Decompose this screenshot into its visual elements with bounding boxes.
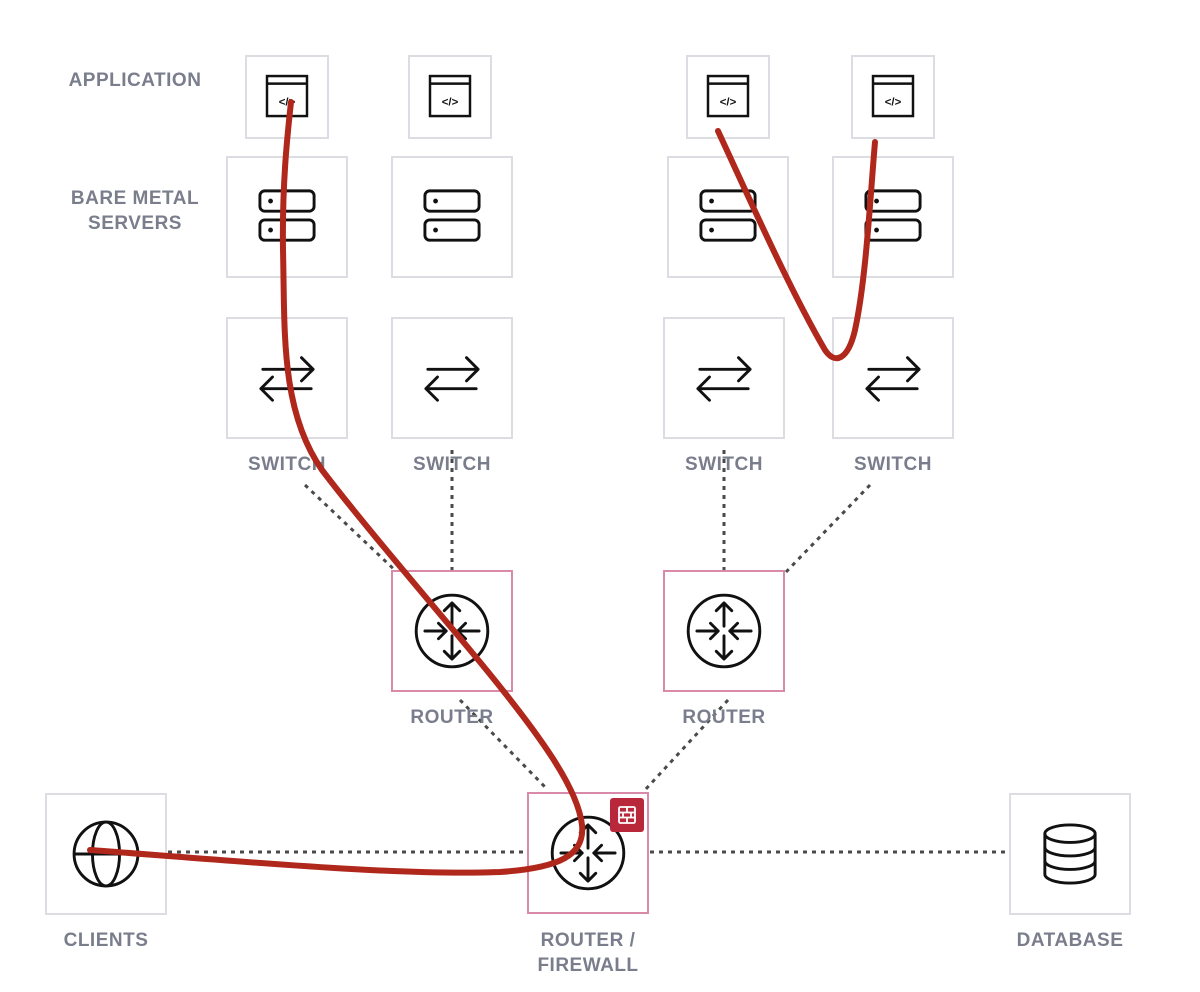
router-icon [414, 593, 490, 669]
server-icon [423, 189, 481, 242]
switch-arrows-icon [696, 356, 752, 402]
router-firewall-label: ROUTER / FIREWALL [537, 930, 639, 976]
code-window-icon: </> [706, 74, 750, 118]
link-switch4-router2 [784, 483, 872, 574]
svg-text:</>: </> [279, 97, 296, 109]
row-label-bare-metal-servers: BARE METAL SERVERS [70, 188, 200, 234]
router-label-1: ROUTER [410, 707, 494, 728]
application-node-1[interactable]: </> [245, 55, 329, 139]
code-window-icon: </> [428, 74, 472, 118]
switch-node-3[interactable] [663, 317, 785, 439]
code-window-icon: </> [871, 74, 915, 118]
database-label: DATABASE [1016, 930, 1124, 951]
svg-text:</>: </> [885, 97, 902, 109]
switch-label-3: SWITCH [685, 454, 763, 475]
router-node-2[interactable] [663, 570, 785, 692]
server-node-1[interactable] [226, 156, 348, 278]
svg-text:</>: </> [442, 97, 459, 109]
link-switch1-router1 [303, 483, 402, 577]
switch-node-1[interactable] [226, 317, 348, 439]
switch-label-1: SWITCH [248, 454, 326, 475]
svg-text:</>: </> [720, 97, 737, 109]
server-icon [699, 189, 757, 242]
firewall-icon [618, 806, 636, 824]
clients-node[interactable] [45, 793, 167, 915]
database-node[interactable] [1009, 793, 1131, 915]
router-node-1[interactable] [391, 570, 513, 692]
application-node-4[interactable]: </> [851, 55, 935, 139]
server-icon [258, 189, 316, 242]
switch-arrows-icon [259, 356, 315, 402]
database-icon [1043, 823, 1097, 885]
application-node-3[interactable]: </> [686, 55, 770, 139]
clients-label: CLIENTS [63, 930, 149, 951]
router-label-2: ROUTER [682, 707, 766, 728]
switch-label-4: SWITCH [854, 454, 932, 475]
router-icon [686, 593, 762, 669]
row-label-application: APPLICATION [68, 70, 202, 91]
server-node-2[interactable] [391, 156, 513, 278]
code-window-icon: </> [265, 74, 309, 118]
switch-arrows-icon [865, 356, 921, 402]
firewall-badge [610, 798, 644, 832]
switch-label-2: SWITCH [413, 454, 491, 475]
switch-node-2[interactable] [391, 317, 513, 439]
server-node-3[interactable] [667, 156, 789, 278]
application-node-2[interactable]: </> [408, 55, 492, 139]
switch-node-4[interactable] [832, 317, 954, 439]
globe-icon [72, 820, 140, 888]
switch-arrows-icon [424, 356, 480, 402]
server-icon [864, 189, 922, 242]
server-node-4[interactable] [832, 156, 954, 278]
